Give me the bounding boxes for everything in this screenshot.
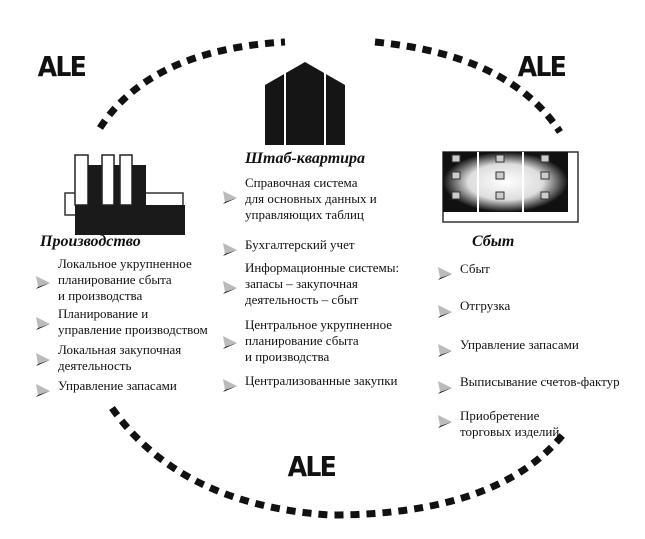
arrow-bullet-icon bbox=[223, 336, 237, 349]
ale-label-right: ALE bbox=[517, 50, 567, 83]
arrow-bullet-icon bbox=[438, 267, 452, 280]
headquarters-title: Штаб-квартира bbox=[245, 150, 366, 167]
arrow-bullet-icon bbox=[223, 281, 237, 294]
sales-title: Сбыт bbox=[472, 233, 515, 250]
arrow-bullet-icon bbox=[36, 384, 50, 397]
arrow-bullet-icon bbox=[438, 381, 452, 394]
production-item: Локальная закупочная деятельность bbox=[58, 342, 182, 373]
arrow-bullet-icon bbox=[36, 317, 50, 330]
sales-item: Выписывание счетов-фактур bbox=[460, 374, 620, 389]
headquarters-item: Центральное укрупненное планирование сбы… bbox=[245, 317, 393, 364]
production-item: Локальное укрупненное планирование сбыта… bbox=[58, 256, 192, 303]
arrow-bullet-icon bbox=[438, 305, 452, 318]
arrow-bullet-icon bbox=[223, 243, 237, 256]
ale-label-bottom: ALE bbox=[287, 450, 337, 483]
sales-item: Сбыт bbox=[460, 261, 490, 276]
headquarters-building-icon bbox=[265, 62, 345, 145]
arrow-bullet-icon bbox=[438, 415, 452, 428]
ale-label-left: ALE bbox=[37, 50, 87, 83]
sales-warehouse-icon bbox=[442, 151, 579, 223]
sales-item: Управление запасами bbox=[460, 337, 579, 352]
headquarters-item: Централизованные закупки bbox=[245, 373, 398, 388]
arrow-bullet-icon bbox=[36, 276, 50, 289]
production-title: Производство bbox=[40, 233, 141, 250]
headquarters-item: Информационные системы: запасы – закупоч… bbox=[245, 260, 400, 307]
headquarters-item: Справочная система для основных данных и… bbox=[245, 175, 377, 222]
sales-item: Приобретение торговых изделий bbox=[460, 408, 560, 439]
production-item: Управление запасами bbox=[58, 378, 177, 393]
sales-item: Отгрузка bbox=[460, 298, 511, 313]
arrow-bullet-icon bbox=[36, 353, 50, 366]
arrow-bullet-icon bbox=[438, 344, 452, 357]
arrow-bullet-icon bbox=[223, 191, 237, 204]
headquarters-item: Бухгалтерский учет bbox=[245, 237, 355, 252]
arc-production-headquarters bbox=[97, 38, 286, 130]
factory-icon bbox=[64, 154, 185, 235]
production-item: Планирование и управление производством bbox=[58, 306, 208, 337]
arrow-bullet-icon bbox=[223, 379, 237, 392]
arc-headquarters-sales bbox=[374, 38, 563, 134]
